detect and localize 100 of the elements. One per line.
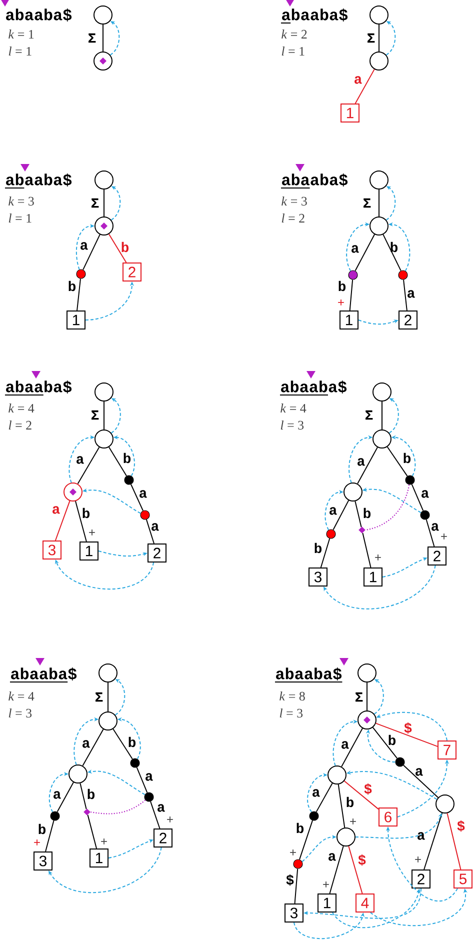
variable-text: k = 3 bbox=[282, 196, 307, 206]
tree-edge bbox=[74, 500, 87, 542]
suffix-link-arrow bbox=[48, 847, 162, 893]
tree-edge bbox=[378, 24, 380, 52]
tree-edge bbox=[372, 726, 398, 759]
tree-edge bbox=[320, 538, 330, 568]
edge-label: Σ bbox=[92, 198, 99, 208]
leaf-box: 1 bbox=[364, 568, 382, 586]
suffix-link-arrow bbox=[110, 398, 121, 434]
string-text: abaaba$ bbox=[276, 668, 342, 680]
edge-label: a bbox=[140, 490, 147, 498]
variable-text: k = 4 bbox=[8, 404, 34, 412]
tree-edge bbox=[403, 764, 439, 798]
variable-text: l = 3 bbox=[280, 420, 304, 430]
tree-edge bbox=[354, 68, 375, 104]
tree-edge bbox=[375, 722, 438, 747]
tree-edge bbox=[299, 820, 313, 860]
tree-node bbox=[98, 712, 118, 730]
implicit-node-dot bbox=[420, 510, 430, 520]
implicit-node-dot bbox=[124, 475, 134, 485]
edge-label: a bbox=[422, 490, 429, 498]
edge-label: a bbox=[354, 76, 362, 84]
plus-mark: + bbox=[34, 840, 40, 846]
plus-mark: + bbox=[101, 838, 107, 844]
leaf-box: 1 bbox=[340, 310, 358, 330]
implicit-node-dot bbox=[398, 270, 408, 280]
edge-label: b bbox=[122, 242, 129, 252]
implicit-node-dot bbox=[395, 757, 405, 767]
tree-node bbox=[94, 6, 112, 24]
tree-node bbox=[98, 664, 118, 682]
tree-edge bbox=[403, 279, 408, 311]
tree-edge bbox=[354, 234, 376, 272]
implicit-node-dot bbox=[309, 811, 319, 821]
edge-label: b bbox=[364, 508, 371, 518]
tree-edge bbox=[108, 234, 127, 263]
string-text: abaaba$ bbox=[6, 174, 72, 187]
edge-label: b bbox=[388, 734, 396, 746]
tree-edge bbox=[386, 446, 408, 477]
implicit-node-dot bbox=[144, 792, 154, 802]
tree-edge bbox=[77, 446, 100, 484]
tree-edge bbox=[56, 782, 74, 812]
edge-label: $ bbox=[358, 854, 366, 866]
tree-node bbox=[94, 52, 112, 70]
leaf-box: 1 bbox=[66, 310, 86, 330]
tree-edge bbox=[45, 820, 54, 852]
tree-edge bbox=[344, 780, 379, 810]
tree-edge bbox=[136, 766, 148, 794]
tree-node bbox=[372, 430, 392, 448]
tree-node bbox=[336, 828, 356, 846]
edge-label: b bbox=[390, 242, 398, 252]
suffix-link-arrow bbox=[388, 398, 399, 434]
plus-mark: + bbox=[290, 850, 296, 856]
edge-label: Σ bbox=[366, 410, 373, 420]
plus-mark: + bbox=[375, 554, 381, 560]
tree-edge bbox=[146, 519, 154, 544]
tree-node bbox=[94, 430, 114, 448]
edge-label: a bbox=[418, 832, 425, 840]
tree-edge bbox=[329, 846, 344, 894]
suffix-link-arrow bbox=[386, 21, 396, 56]
edge-label: a bbox=[80, 242, 88, 250]
tree-edge bbox=[108, 446, 127, 476]
edge-label: $ bbox=[286, 874, 294, 886]
edge-label: Σ bbox=[92, 410, 99, 420]
tree-edge bbox=[348, 846, 363, 894]
tree-node bbox=[372, 382, 392, 402]
implicit-node-dot bbox=[50, 811, 60, 821]
edge-label: a bbox=[408, 290, 415, 298]
tree-edge bbox=[87, 814, 98, 849]
tree-node bbox=[370, 6, 388, 24]
tree-edge bbox=[102, 24, 104, 52]
tree-node bbox=[94, 170, 114, 190]
plus-mark: + bbox=[323, 882, 329, 888]
edge-label: b bbox=[338, 280, 346, 292]
edge-label: b bbox=[296, 822, 304, 834]
tree-edge bbox=[378, 189, 380, 217]
edge-label: a bbox=[146, 773, 153, 781]
tree-edge bbox=[82, 234, 100, 270]
string-text: abaaba$ bbox=[281, 380, 347, 394]
implicit-node-dot bbox=[130, 758, 140, 768]
variable-text: k = 3 bbox=[8, 196, 34, 206]
edge-label: b bbox=[128, 736, 136, 748]
tree-node bbox=[328, 766, 346, 784]
plus-mark: + bbox=[167, 816, 173, 822]
suffix-link-arrow bbox=[374, 679, 384, 714]
implicit-node-dot bbox=[348, 270, 358, 280]
leaf-box: 2 bbox=[122, 262, 142, 282]
tree-node bbox=[358, 664, 376, 682]
leaf-box: 6 bbox=[378, 808, 398, 826]
edge-label: a bbox=[432, 523, 439, 531]
tree-edge bbox=[426, 519, 435, 547]
leaf-box: 1 bbox=[318, 894, 336, 912]
edge-label: Σ bbox=[88, 33, 96, 43]
leaf-box: 1 bbox=[90, 848, 108, 868]
edge-label: Σ bbox=[368, 33, 375, 43]
plus-mark: + bbox=[338, 300, 344, 306]
tree-edge bbox=[54, 500, 70, 541]
edge-label: a bbox=[352, 245, 359, 253]
leaf-box: 2 bbox=[428, 546, 446, 566]
edge-label: b bbox=[346, 796, 354, 808]
edge-label: a bbox=[358, 458, 365, 466]
